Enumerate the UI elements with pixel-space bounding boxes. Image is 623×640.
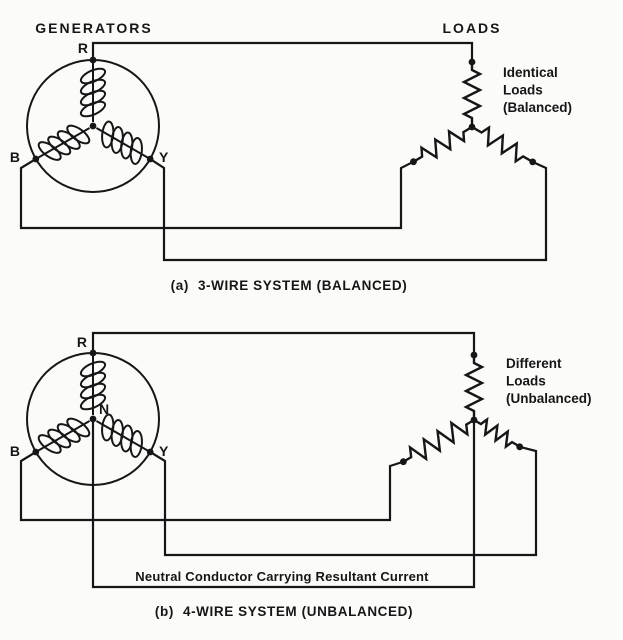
- wire-neutral: [91, 417, 476, 589]
- generator-winding-r: [79, 60, 107, 122]
- generators-heading: GENERATORS: [35, 20, 153, 36]
- generator-winding-y: [95, 120, 151, 165]
- terminal-label-b: B: [10, 443, 20, 459]
- caption-b-prefix: (b): [155, 604, 174, 619]
- junction-dot: [468, 58, 476, 66]
- loads-heading: LOADS: [443, 20, 502, 36]
- caption-a-prefix: (a): [171, 278, 189, 293]
- terminal-label-r: R: [78, 40, 88, 56]
- junction-dot: [89, 349, 97, 357]
- junction-dot: [89, 56, 97, 64]
- load-resistor-b: [411, 125, 474, 164]
- diagram-a: R B Y Identical Loads (Balanced) (a) 3-WI…: [10, 40, 572, 293]
- load-note-line: Identical: [503, 65, 558, 80]
- caption-a-text: 3-WIRE SYSTEM (BALANCED): [198, 278, 407, 293]
- junction-dot: [516, 443, 524, 451]
- generator-winding-r: [79, 353, 107, 415]
- generator-windings: [35, 60, 151, 165]
- load-note-line: (Unbalanced): [506, 391, 592, 406]
- wire-y-phase: [148, 157, 548, 262]
- junction-dot: [89, 415, 97, 423]
- load-note-line: (Balanced): [503, 100, 572, 115]
- junction-dot: [529, 158, 537, 166]
- load-note-line: Loads: [503, 83, 543, 98]
- generator-winding-y: [95, 413, 151, 458]
- load-note: Identical Loads (Balanced): [503, 65, 572, 115]
- junction-dot: [410, 158, 417, 166]
- wire-b-phase: [19, 157, 415, 230]
- junction-dot: [470, 351, 478, 359]
- junction-dot: [468, 123, 476, 131]
- load-resistor-b: [401, 418, 476, 464]
- load-resistor-y: [472, 416, 522, 450]
- load-note-line: Different: [506, 356, 562, 371]
- wire-b-phase: [19, 450, 405, 522]
- wire-r-phase: [91, 331, 476, 357]
- junction-dot: [146, 155, 154, 163]
- terminal-label-r: R: [77, 334, 87, 350]
- terminal-label-b: B: [10, 149, 20, 165]
- generator-winding-b: [35, 124, 91, 161]
- junction-dot: [146, 448, 154, 456]
- generator-winding-b: [35, 417, 91, 454]
- load-resistor-y: [470, 125, 535, 164]
- wire-y-phase: [148, 445, 538, 557]
- generator-windings: [35, 353, 151, 458]
- terminal-label-y: Y: [159, 443, 169, 459]
- load-note-line: Loads: [506, 374, 546, 389]
- terminal-label-y: Y: [159, 149, 169, 165]
- load-resistor-r: [463, 353, 485, 422]
- terminal-label-n: N: [99, 401, 109, 417]
- junction-dot: [89, 122, 97, 130]
- caption-a: (a) 3-WIRE SYSTEM (BALANCED): [171, 278, 408, 293]
- load-note: Different Loads (Unbalanced): [506, 356, 592, 406]
- junction-dot: [32, 448, 40, 456]
- diagram-b: R N B Y Different Loads (Unbalanced) Neu…: [10, 331, 592, 619]
- caption-b-text: 4-WIRE SYSTEM (UNBALANCED): [183, 604, 413, 619]
- junction-dot: [400, 458, 407, 466]
- junction-dot: [32, 155, 40, 163]
- wire-r-phase: [91, 41, 474, 64]
- junction-dot: [470, 416, 478, 424]
- caption-b: (b) 4-WIRE SYSTEM (UNBALANCED): [155, 604, 413, 619]
- load-resistor-r: [461, 60, 483, 129]
- neutral-conductor-label: Neutral Conductor Carrying Resultant Cur…: [135, 569, 429, 584]
